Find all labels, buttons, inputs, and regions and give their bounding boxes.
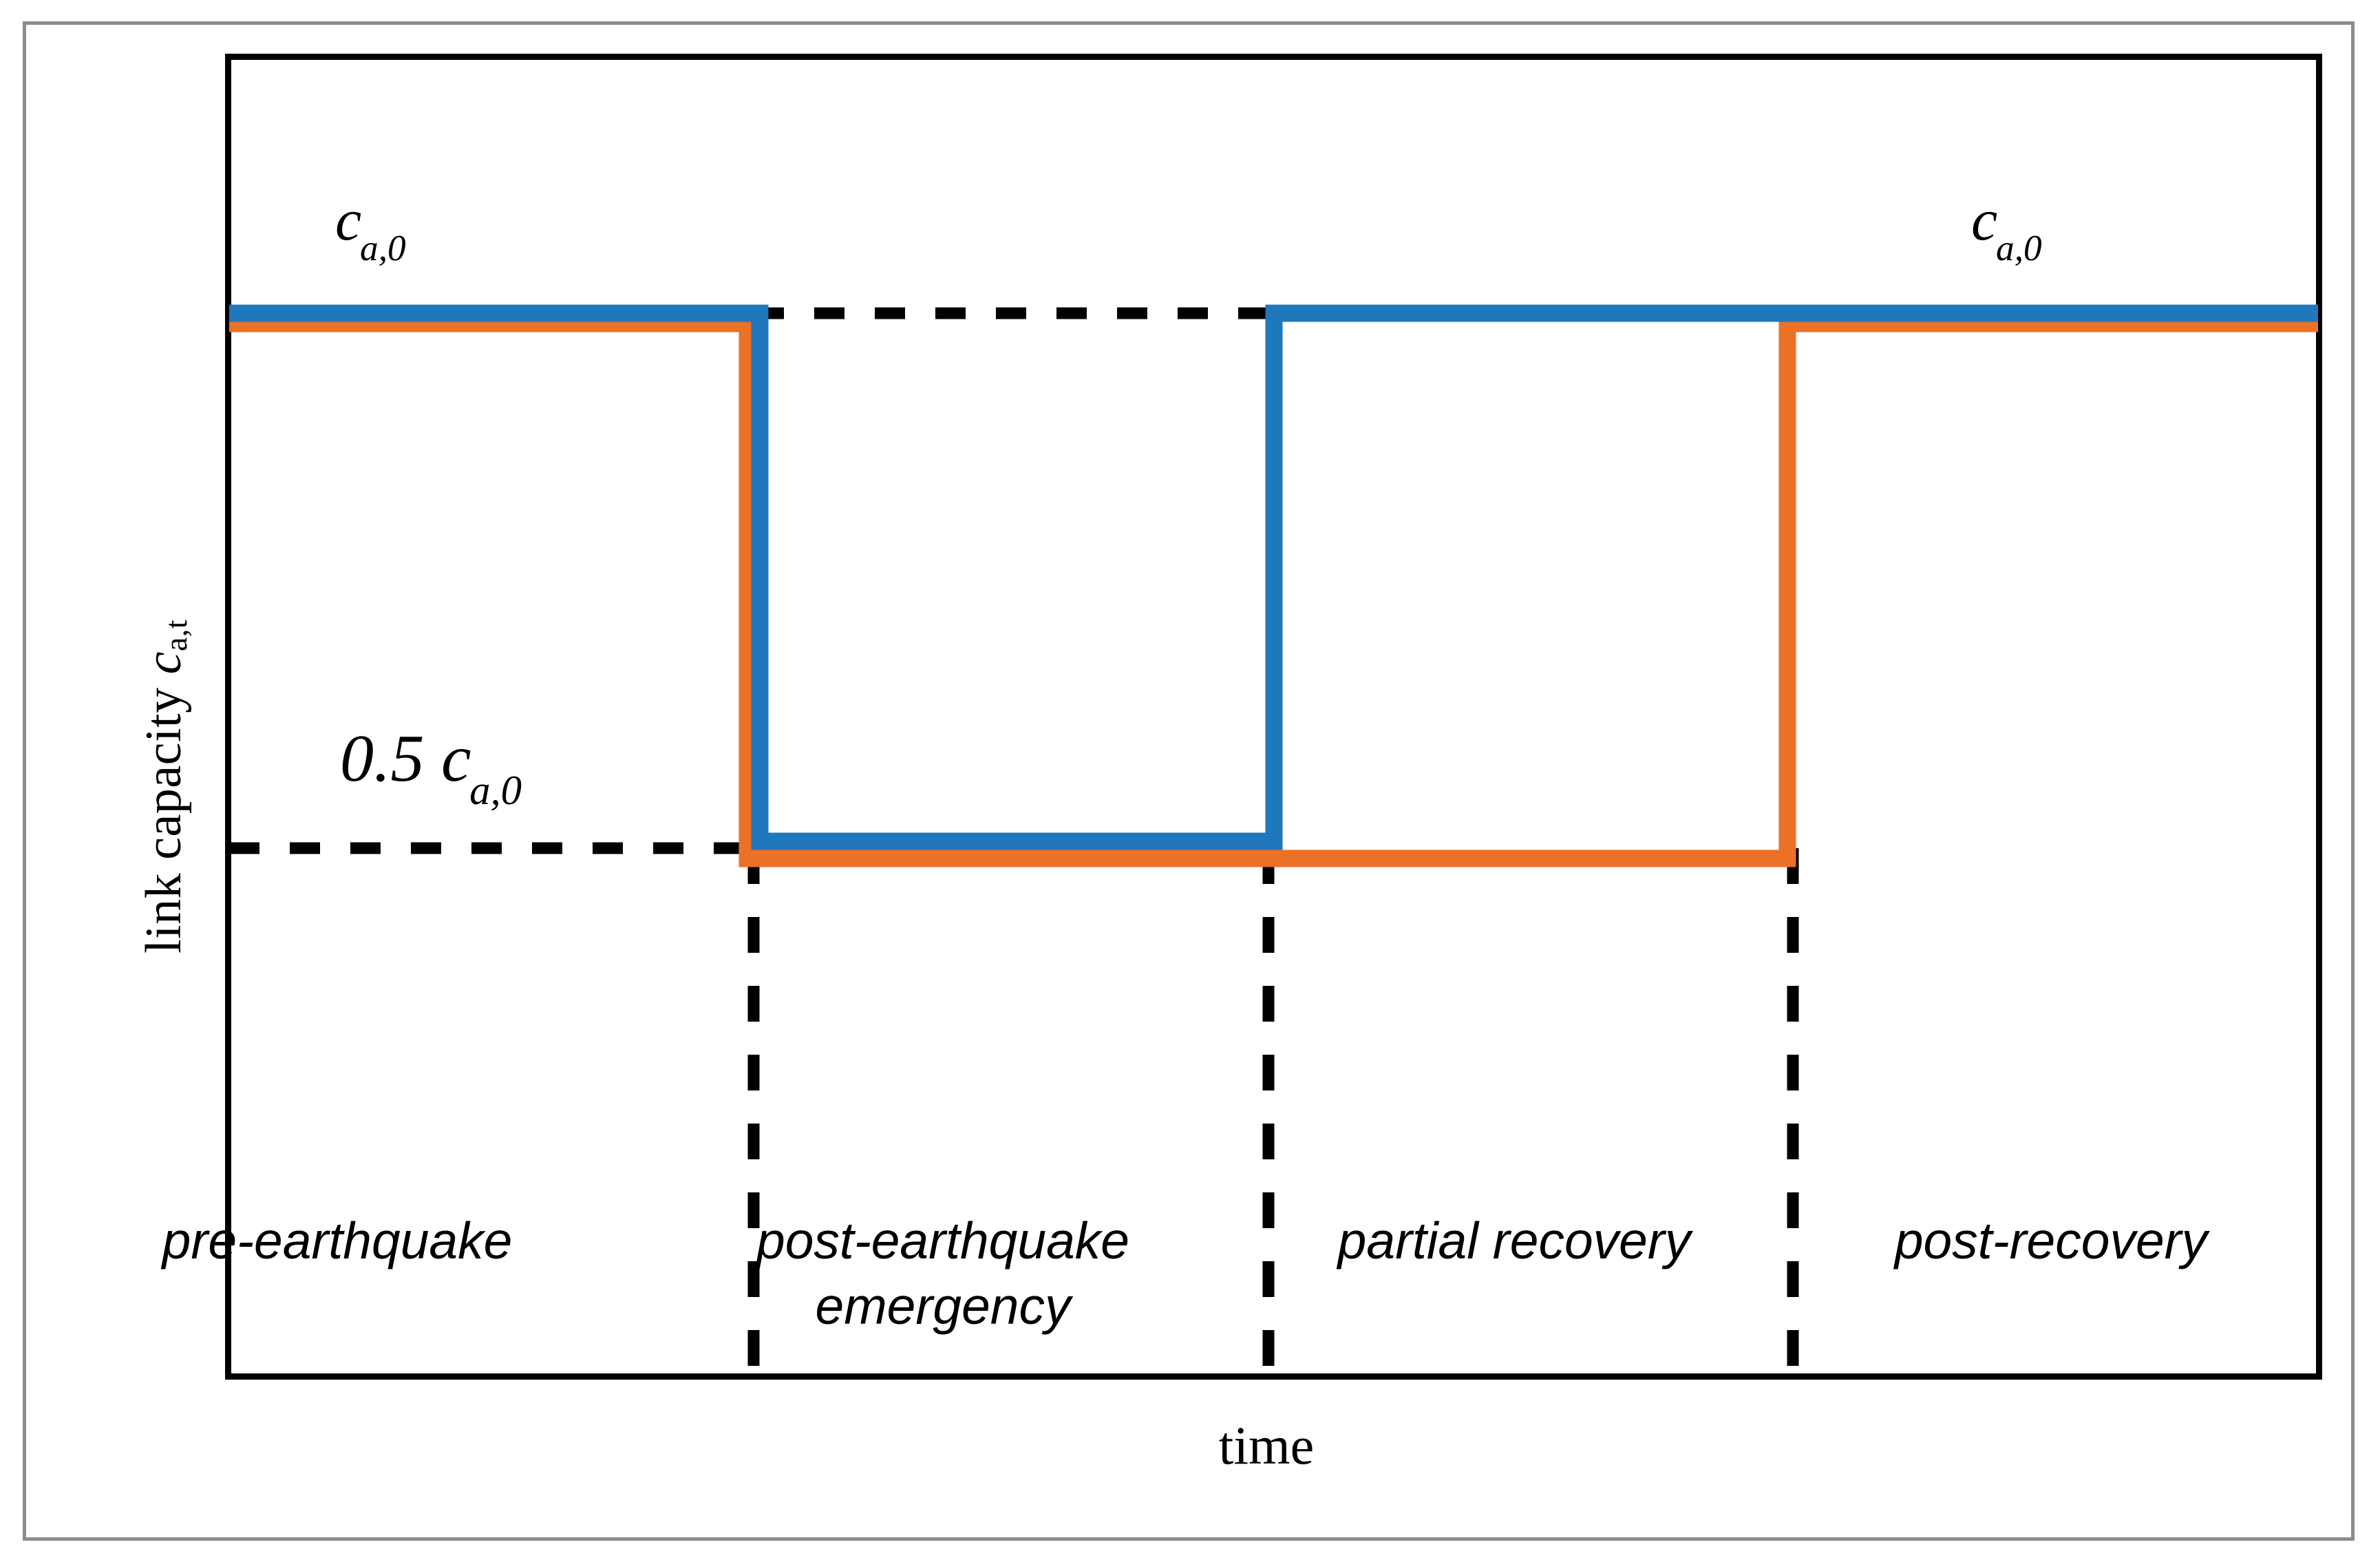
plot-axes-frame [225, 54, 2322, 1380]
label-full-capacity-left: ca,0 [335, 187, 407, 266]
label-full-capacity-left-symbol: c [335, 187, 362, 253]
label-half-capacity-symbol: c [441, 721, 471, 796]
x-axis-title: time [1218, 1415, 1315, 1475]
figure-outer-border [23, 21, 2355, 1541]
y-axis-title: link capacity ca,t [135, 620, 193, 953]
label-half-capacity-subscript: a,0 [469, 767, 522, 814]
label-full-capacity-right-symbol: c [1971, 187, 1998, 253]
series-line-fast-recovery [229, 304, 2318, 850]
phase-label-partial-recovery: partial recovery [1337, 1212, 1691, 1269]
label-full-capacity-left-subscript: a,0 [360, 226, 406, 268]
series-line-slow-recovery [229, 315, 2318, 867]
y-axis-title-symbol: c [136, 651, 192, 675]
label-half-capacity-prefix: 0.5 [340, 721, 441, 796]
phase-label-pre-earthquake: pre-earthquake [162, 1212, 513, 1269]
y-axis-title-subscript: a,t [158, 619, 194, 652]
label-full-capacity-right: ca,0 [1971, 187, 2043, 266]
phase-label-post-recovery: post-recovery [1894, 1212, 2208, 1269]
phase-label-post-earthquake-emergency: post-earthquake emergency [756, 1212, 1130, 1335]
y-axis-title-text: link capacity [136, 674, 192, 953]
label-full-capacity-right-subscript: a,0 [1996, 226, 2042, 268]
label-half-capacity: 0.5 ca,0 [340, 725, 523, 812]
